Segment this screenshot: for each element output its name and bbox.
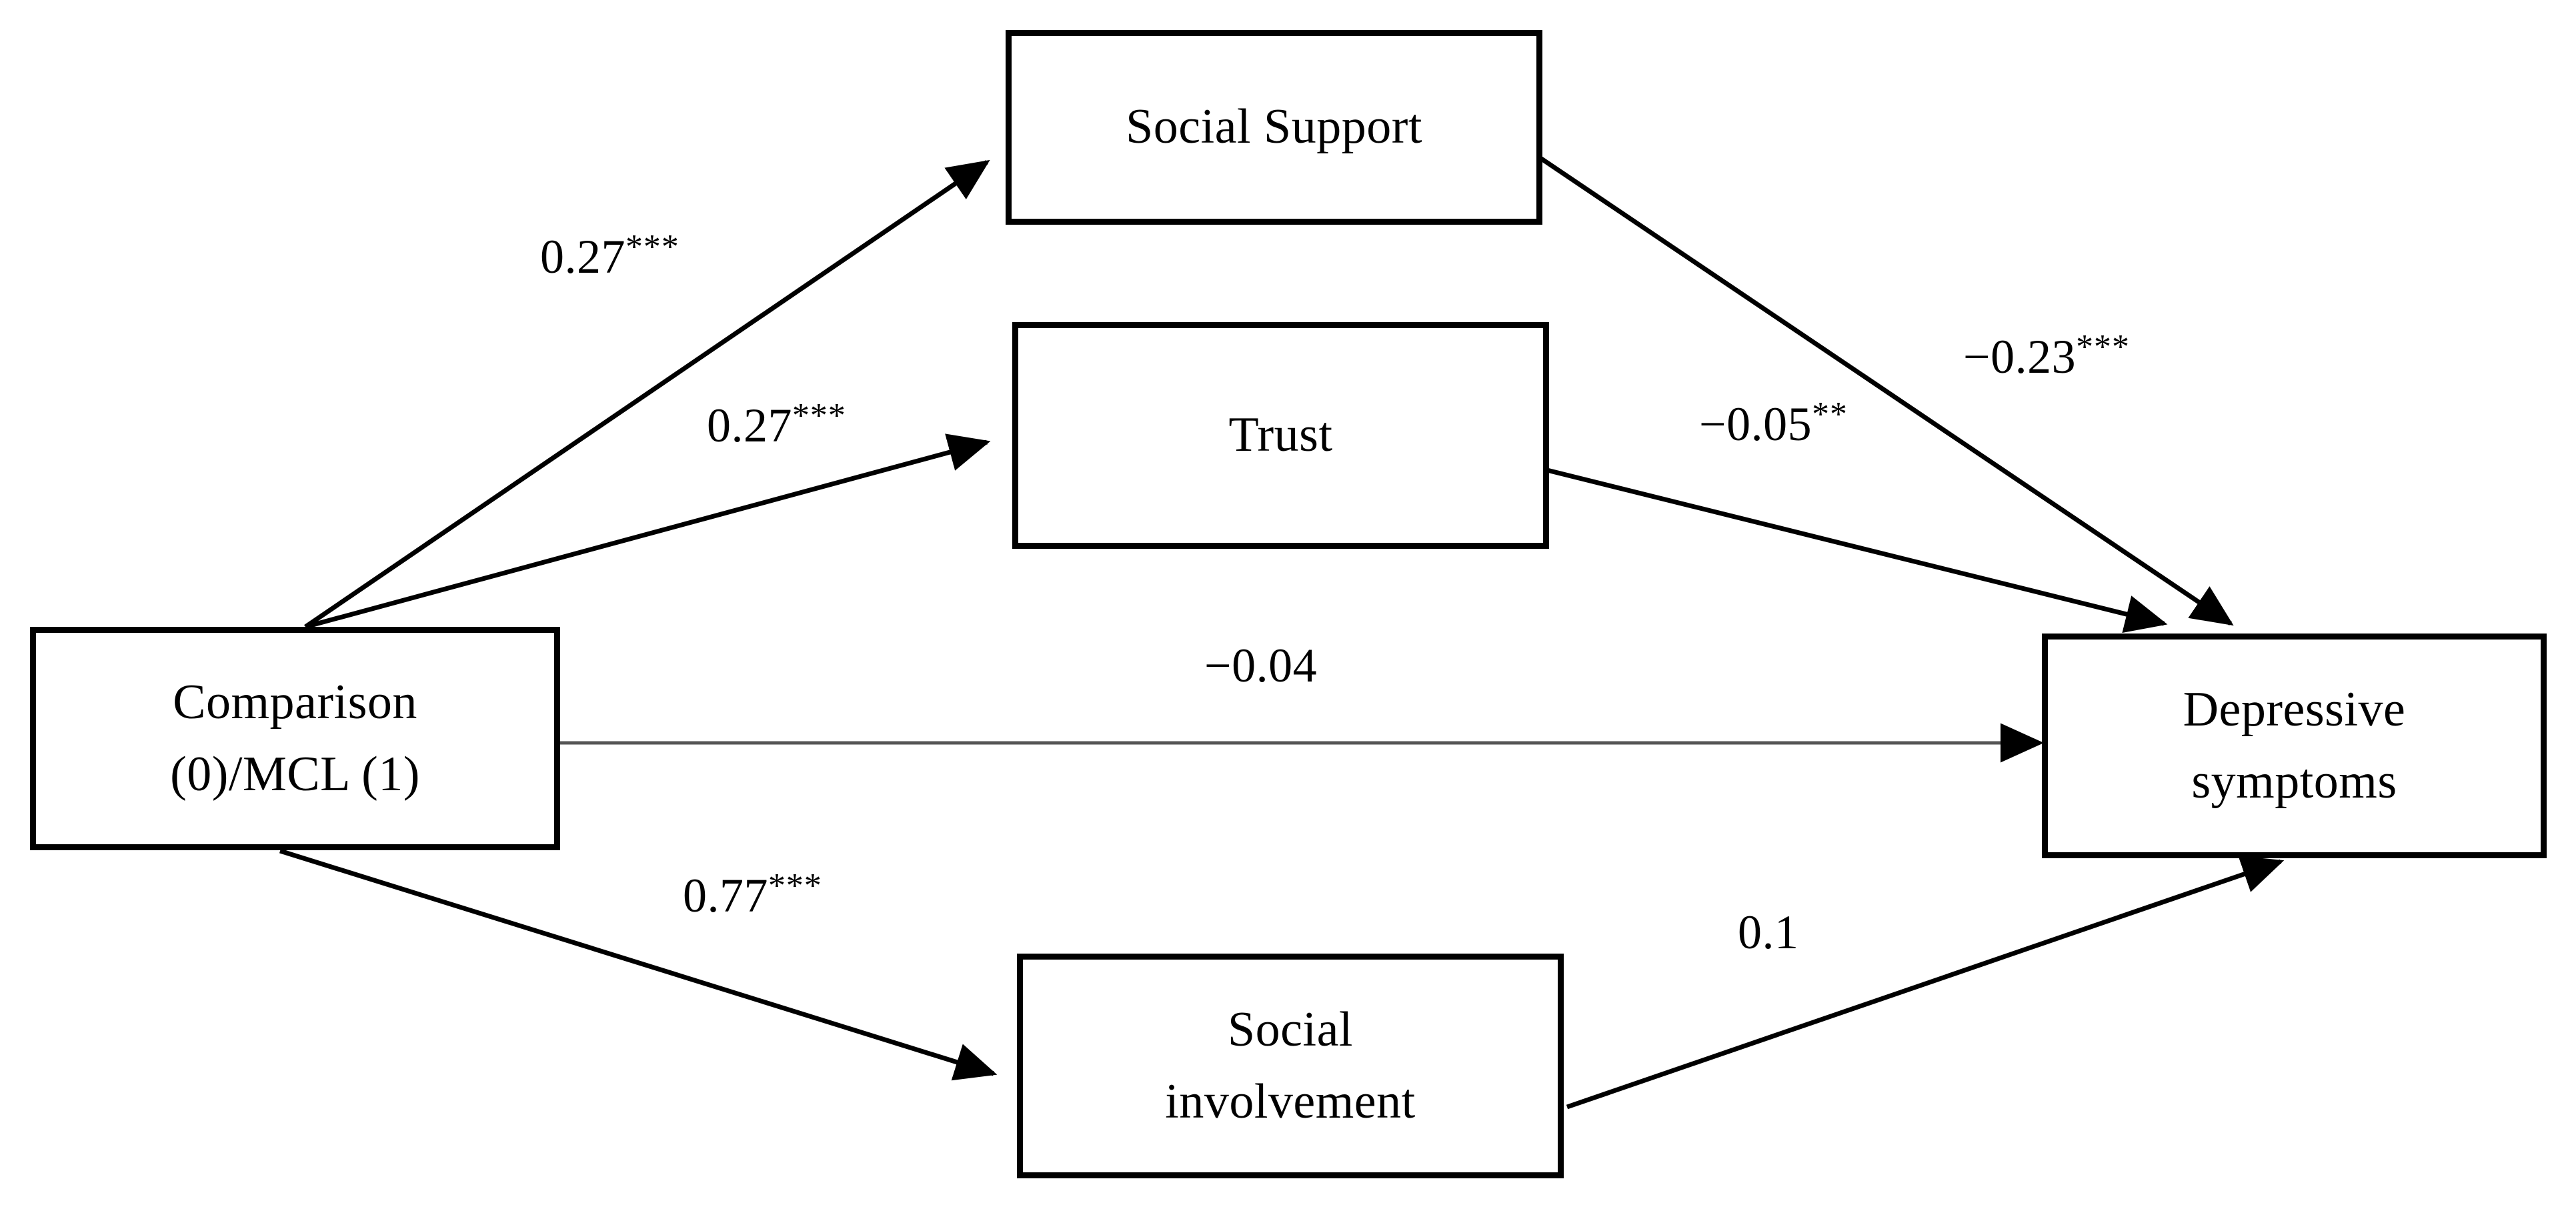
edge-label-social-support-to-outcome: −0.23*** [1963, 330, 2130, 381]
coefficient-value: 0.27 [540, 229, 625, 283]
node-trust-label: Trust [1228, 407, 1333, 463]
coefficient-value: 0.77 [683, 868, 768, 922]
significance-stars: ** [1812, 395, 1848, 433]
node-social-support[interactable]: Social Support [1006, 30, 1542, 225]
arrow-predictor-to-social-support [304, 159, 990, 629]
node-trust[interactable]: Trust [1012, 322, 1549, 549]
edge-label-social-involvement-to-outcome: 0.1 [1738, 906, 1799, 956]
edge-label-predictor-to-outcome-direct: −0.04 [1204, 639, 1317, 690]
node-outcome-label-line2: symptoms [2191, 754, 2397, 809]
edge-label-trust-to-outcome: −0.05** [1699, 397, 1848, 448]
node-social-involvement-label-line1: Social [1228, 1002, 1353, 1058]
node-social-involvement[interactable]: Social involvement [1017, 954, 1564, 1178]
significance-stars: *** [625, 228, 680, 266]
arrow-social-involvement-to-outcome [1566, 856, 2285, 1110]
node-outcome[interactable]: Depressive symptoms [2042, 634, 2547, 858]
node-outcome-label-line1: Depressive [2183, 682, 2406, 738]
arrow-social-support-to-outcome [1539, 156, 2234, 626]
edge-label-predictor-to-trust: 0.27*** [707, 399, 846, 449]
significance-stars: *** [768, 867, 822, 905]
significance-stars: *** [2076, 328, 2130, 366]
coefficient-value: −0.23 [1963, 329, 2077, 383]
coefficient-value: 0.27 [707, 398, 792, 452]
coefficient-value: −0.05 [1699, 397, 1812, 451]
coefficient-value: 0.1 [1738, 905, 1799, 959]
node-social-involvement-label-line2: involvement [1165, 1074, 1416, 1129]
edge-label-predictor-to-social-involvement: 0.77*** [683, 869, 822, 920]
edge-label-predictor-to-social-support: 0.27*** [540, 230, 680, 281]
node-social-support-label: Social Support [1126, 99, 1422, 155]
significance-stars: *** [792, 397, 846, 435]
coefficient-value: −0.04 [1204, 638, 1318, 692]
arrow-predictor-to-trust [305, 433, 991, 630]
arrow-predictor-to-social-involvement [279, 848, 998, 1081]
node-predictor-label-line2: (0)/MCL (1) [170, 746, 420, 802]
node-predictor[interactable]: Comparison (0)/MCL (1) [30, 627, 560, 850]
node-predictor-label-line1: Comparison [173, 675, 417, 730]
arrow-trust-to-outcome [1546, 467, 2168, 634]
